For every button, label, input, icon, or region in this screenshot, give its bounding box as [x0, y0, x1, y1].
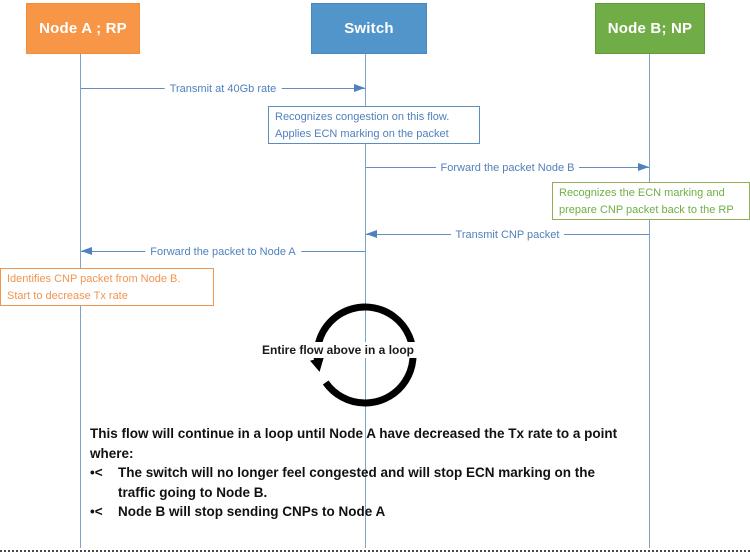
lifeline-switch: [365, 52, 366, 548]
arrowhead-left-icon: [81, 247, 92, 255]
actor-node-a-label: Node A ; RP: [39, 20, 127, 37]
actor-switch-label: Switch: [344, 20, 394, 37]
message-forward-node-a-label: Forward the packet to Node A: [145, 246, 301, 258]
arrowhead-right-icon: [354, 84, 365, 92]
message-transmit-cnp-label: Transmit CNP packet: [450, 229, 565, 241]
message-forward-node-b-label: Forward the packet Node B: [435, 162, 580, 174]
note-line: Recognizes congestion on this flow.: [275, 111, 450, 123]
note-line: Identifies CNP packet from Node B.: [7, 273, 181, 285]
flow-summary-intro: This flow will continue in a loop until …: [90, 426, 618, 461]
loop-arrow-icon: [310, 303, 417, 407]
note-switch-congestion: Recognizes congestion on this flow. Appl…: [268, 106, 480, 144]
actor-node-a: Node A ; RP: [26, 3, 140, 54]
actor-node-b: Node B; NP: [595, 3, 705, 54]
bullet-item: •< Node B will stop sending CNPs to Node…: [90, 502, 620, 522]
message-forward-node-b: Forward the packet Node B: [366, 162, 649, 174]
actor-node-b-label: Node B; NP: [607, 20, 693, 37]
arrowhead-right-icon: [638, 163, 649, 171]
loop-label: Entire flow above in a loop: [259, 342, 418, 358]
message-transmit-40gb: Transmit at 40Gb rate: [81, 83, 365, 95]
bullet-icon: •<: [90, 504, 103, 519]
note-line: Start to decrease Tx rate: [7, 289, 128, 302]
message-forward-node-a: Forward the packet to Node A: [81, 246, 365, 258]
page-divider: [0, 550, 750, 552]
actor-switch: Switch: [311, 3, 427, 54]
bullet-item: •< The switch will no longer feel conges…: [90, 463, 620, 502]
bullet-icon: •<: [90, 465, 103, 480]
bullet-text: The switch will no longer feel congested…: [118, 465, 596, 500]
note-node-b-ecn: Recognizes the ECN marking and prepare C…: [552, 182, 750, 220]
note-node-a-cnp: Identifies CNP packet from Node B. Start…: [0, 268, 214, 306]
note-line: Recognizes the ECN marking and: [559, 187, 725, 199]
flow-summary: This flow will continue in a loop until …: [90, 424, 620, 522]
bullet-text: Node B will stop sending CNPs to Node A: [118, 504, 386, 519]
lifeline-node-b: [649, 52, 650, 548]
note-line: Applies ECN marking on the packet: [275, 127, 449, 140]
message-transmit-40gb-label: Transmit at 40Gb rate: [164, 83, 282, 95]
note-line: prepare CNP packet back to the RP: [559, 203, 734, 216]
arrowhead-left-icon: [366, 230, 377, 238]
message-transmit-cnp: Transmit CNP packet: [366, 229, 649, 241]
